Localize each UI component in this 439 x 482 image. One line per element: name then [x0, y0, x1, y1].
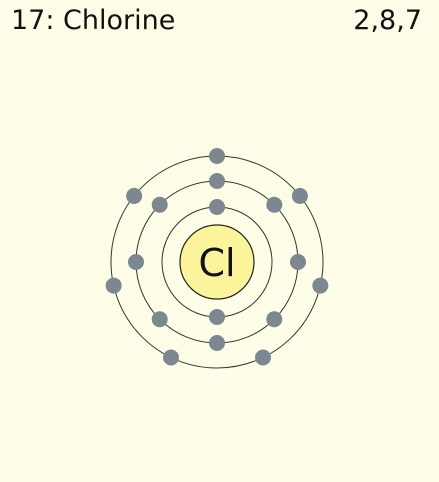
electron-shell-3: [312, 277, 329, 294]
electron-shell-2: [266, 311, 283, 328]
electron-shell-2: [266, 196, 283, 213]
electron-shell-3: [254, 349, 271, 366]
electron-shell-2: [128, 254, 144, 270]
electrons: [105, 148, 329, 366]
electron-shell-3: [291, 187, 308, 204]
electron-shell-2: [209, 173, 225, 189]
element-symbol: Cl: [198, 241, 235, 285]
electron-shell-2: [151, 311, 168, 328]
electron-shell-1: [209, 199, 225, 215]
nucleus: Cl: [179, 224, 255, 300]
electron-shell-3: [126, 187, 143, 204]
electron-shell-2: [290, 254, 306, 270]
electron-shell-3: [163, 349, 180, 366]
electron-shell-1: [209, 309, 225, 325]
electron-shell-2: [151, 196, 168, 213]
electron-shell-3: [105, 277, 122, 294]
electron-shell-2: [209, 335, 225, 351]
electron-shell-3: [209, 148, 225, 164]
element-title: 17: Chlorine: [11, 5, 176, 36]
electron-configuration: 2,8,7: [353, 5, 422, 36]
nucleus-circle: [179, 224, 255, 300]
